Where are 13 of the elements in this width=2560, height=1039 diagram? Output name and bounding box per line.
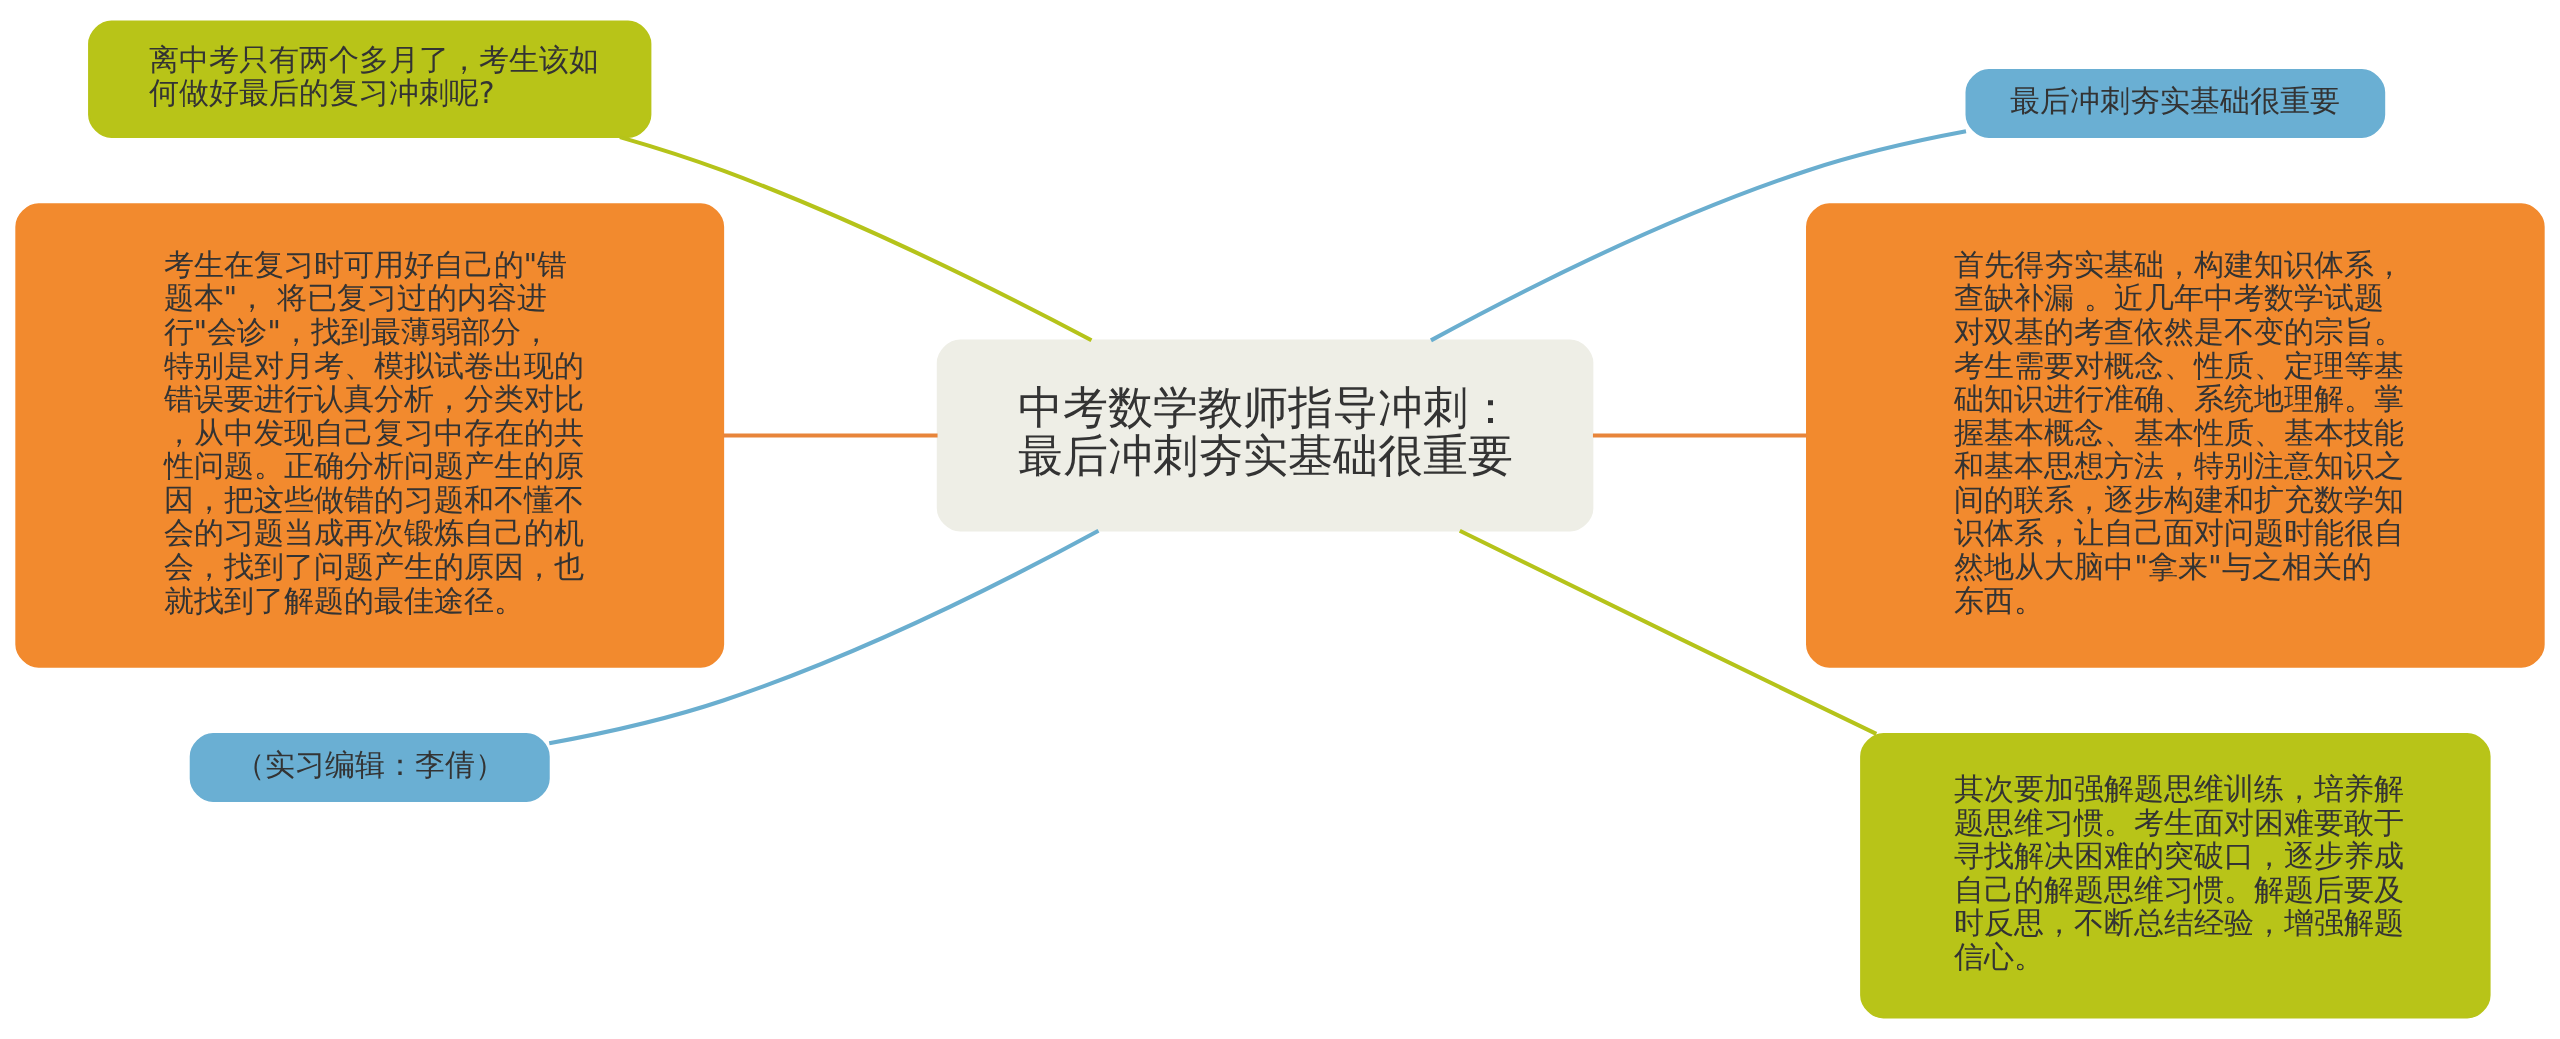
connector [1430, 129, 1967, 343]
node-box: 离中考只有两个多月了，考生该如何做好最后的复习冲刺呢? [88, 20, 652, 139]
connector [723, 433, 938, 438]
node-box: （实习编辑：李倩） [189, 733, 550, 803]
node-box: 中考数学教师指导冲刺：最后冲刺夯实基础很重要 [936, 339, 1594, 532]
node-box: 考生在复习时可用好自己的"错题本"， 将已复习过的内容进行"会诊"，找到最薄弱部分，特别是对月考、模拟试卷出现的错误要进行认真分析，分类对比，从中发现自己复习中存在的共性问题。正确分析问题产生的原因，把这些做错的习题和不懂不会的习题当成再次锻炼自己的机会，找到了问题产生的原因，也就找到了解题的最佳途径。 [15, 203, 725, 668]
connector [1592, 433, 1807, 438]
node-box: 其次要加强解题思维训练，培养解题思维习惯。考生面对困难要敢于寻找解决困难的突破口，逐步养成自己的解题思维习惯。解题后要及时反思，不断总结经验，增强解题信心。 [1860, 733, 2491, 1019]
node-box: 最后冲刺夯实基础很重要 [1965, 69, 2386, 139]
connector [1458, 528, 1878, 736]
connector [548, 528, 1100, 746]
node-box: 首先得夯实基础，构建知识体系，查缺补漏 。近几年中考数学试题对双基的考查依然是不变的宗旨。考生需要对概念、性质、定理等基础知识进行准确、系统地理解。掌握基本概念、基本性质、基本技能和基本思想方法，特别注意知识之间的联系，逐步构建和扩充数学知识体系，让自己面对问题时能很自然地从大脑中"拿来"与之相关的东西。 [1806, 203, 2545, 668]
connector [619, 135, 1093, 343]
